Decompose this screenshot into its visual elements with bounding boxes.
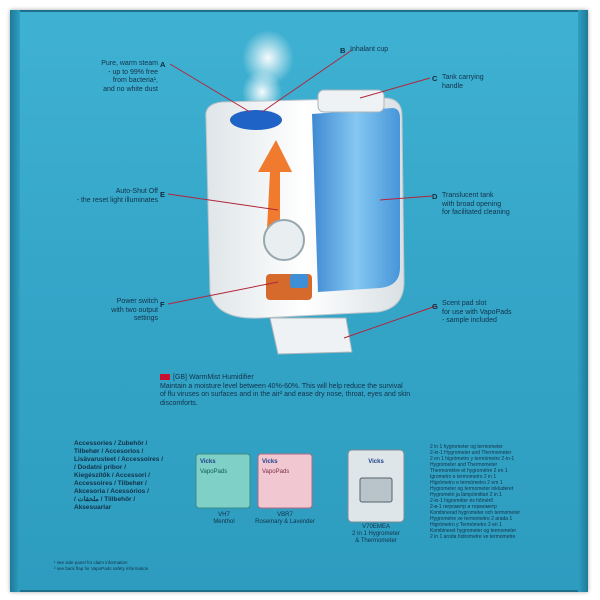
footnotes: ¹ see side panel for claim information ²… [54,560,149,571]
water-tank [312,108,400,292]
product-v70emea-caption: V70EMEA 2 in 1 Hygrometer & Thermometer [352,524,400,544]
reset-dial [263,219,305,261]
tank-handle [317,89,385,113]
product-vbr7-box [257,453,313,509]
callout-text-a: Pure, warm steam - up to 99% free from b… [101,60,158,93]
box-right-edge [578,10,588,592]
hygrometer-multilingual-text: 2 in 1 hygrometer og termometer 2-in-1 H… [430,444,521,540]
callout-text-d: Translucent tank with broad opening for … [442,192,510,216]
callout-text-e: Auto-Shut Off - the reset light illumina… [76,188,158,204]
product-vh7-caption: VH7 Menthol [213,512,235,525]
box-left-edge [10,10,20,592]
callout-text-g: Scent pad slot for use with VapoPads - s… [442,300,512,324]
steam-direction-arrow [258,140,292,248]
humidifier-illustration [205,30,405,355]
callout-letter-d: D [432,192,438,201]
product-vh7-pack-name: VapoPads [200,469,228,475]
callout-letter-c: C [432,74,438,83]
description-block: [GB] WarmMist Humidifier Maintain a mois… [160,374,411,407]
accessory-products [195,449,405,523]
callout-letter-g: G [432,302,438,311]
uk-flag-icon [160,374,170,381]
callout-pointers [167,49,437,339]
product-vbr7-pack-name: VapoPads [262,469,290,475]
callout-letter-f: F [160,300,165,309]
description-title: WarmMist Humidifier [188,374,254,381]
product-vh7-brand: Vicks [200,459,216,465]
product-v70emea-brand: Vicks [368,459,384,465]
product-vbr7-brand: Vicks [262,459,278,465]
hygrometer-screen [359,477,393,503]
product-vh7-box [195,453,251,509]
scent-pad-slot [290,274,308,288]
product-vbr7-caption: VBR7 Rosemary & Lavender [255,512,315,525]
callout-text-f: Power switch with two output settings [111,298,158,322]
accessories-label: Accessories / Zubehör / Tilbehør / Acces… [74,440,164,511]
inhalant-cup [230,110,282,130]
callout-letter-b: B [340,46,346,55]
callout-letter-e: E [160,190,166,199]
callout-text-b: Inhalant cup [350,46,389,53]
callout-text-c: Tank carrying handle [442,74,484,90]
callout-letter-a: A [160,60,166,69]
drip-tray [269,317,353,355]
description-lang-code: [GB] [173,374,188,381]
